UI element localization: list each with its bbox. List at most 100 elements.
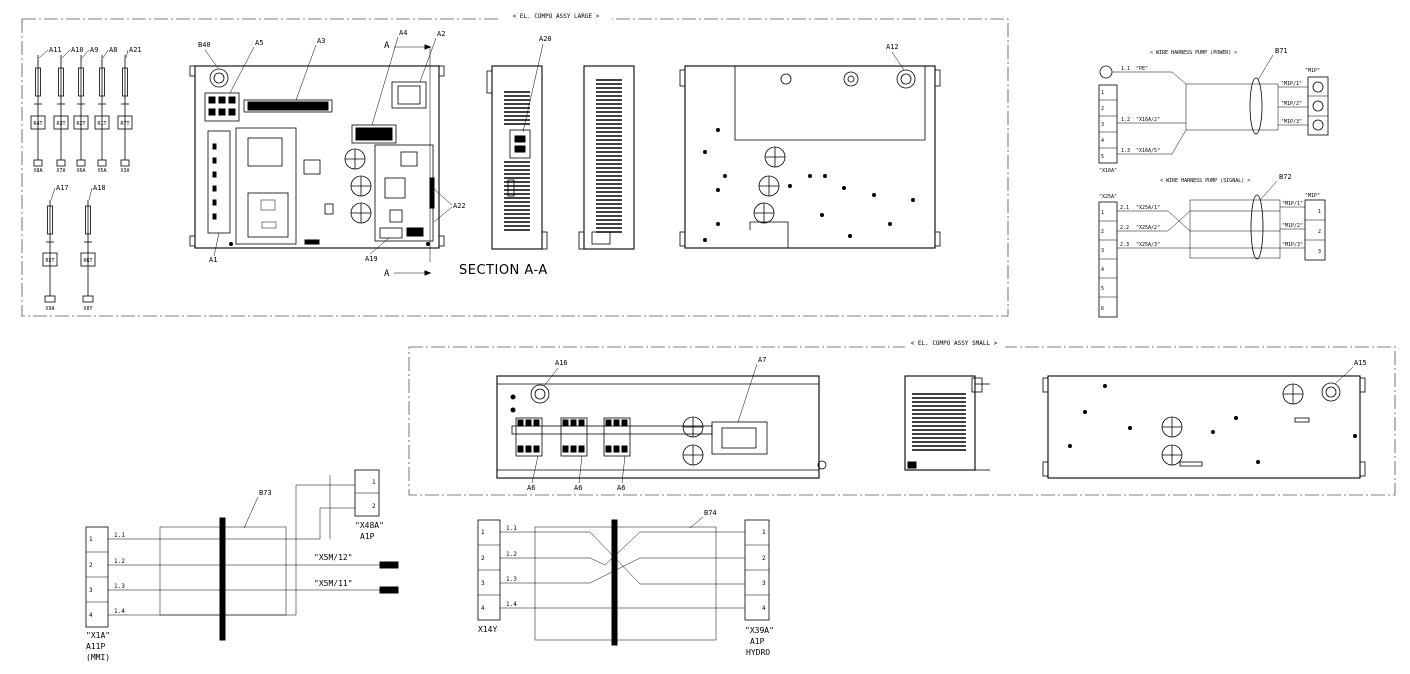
harness-power-pin: 4 — [1101, 138, 1104, 144]
callout-a16: A16 — [555, 359, 568, 367]
end-view — [578, 65, 635, 250]
harness-power-pin: 2 — [1101, 106, 1104, 112]
harness-b74-right-conn: A1P — [750, 637, 765, 646]
harness-b74-right-pin: 2 — [762, 555, 766, 562]
callout-a11: A11 — [49, 46, 62, 54]
harness-b74-id: B74 — [704, 509, 717, 517]
harness-signal-wire-num: 2.1 — [1120, 205, 1129, 211]
callout-a3: A3 — [317, 37, 325, 45]
harness-b73-right-pin: 2 — [372, 503, 376, 510]
sensor-r3t: R3T X7A — [53, 55, 69, 174]
callout-a4: A4 — [399, 29, 407, 37]
harness-signal-right-pin: 1 — [1318, 209, 1321, 215]
terminal-block-1 — [515, 417, 543, 457]
harness-b74-wire: 1.3 — [506, 576, 517, 583]
sensor-r4t: R4T X8A — [30, 55, 46, 174]
sensor-connector: X7A — [56, 168, 65, 174]
callout-a17: A17 — [56, 184, 69, 192]
callout-a19: A19 — [365, 255, 378, 263]
harness-b73-pin: 4 — [89, 612, 93, 619]
callout-a6: A6 — [574, 484, 582, 492]
small-assembly-frame: < EL. COMPO ASSY SMALL > — [408, 338, 1396, 496]
harness-power-wire-num: 1.2 — [1121, 117, 1130, 123]
callout-a21: A21 — [129, 46, 142, 54]
harness-power-wire-to: "M1P/2" — [1281, 101, 1302, 107]
harness-signal-right-pin: 2 — [1318, 229, 1321, 235]
harness-b74-pin: 3 — [481, 580, 485, 587]
harness-b73-terminal: "X5M/12" — [314, 553, 353, 562]
callout-b40: B40 — [198, 41, 211, 49]
harness-b73-wire: 1.3 — [114, 583, 125, 590]
harness-b73-left-conn: "X1A" — [86, 631, 110, 640]
harness-signal-pin: 5 — [1101, 286, 1104, 292]
sensor-r2t: R2T X6A — [73, 55, 89, 174]
harness-b74-pin: 1 — [481, 529, 485, 536]
sensor-connector: X5A — [97, 168, 106, 174]
small-assembly-title: < EL. COMPO ASSY SMALL > — [911, 340, 998, 347]
sensor-r6t: R6T X8Y — [80, 200, 96, 312]
harness-b73-terminal: "X5M/11" — [314, 579, 353, 588]
harness-power-left-conn: "X16A" — [1099, 168, 1117, 174]
sensor-group-bottom: R5T X9A R6T X8Y A17 A18 — [42, 184, 106, 312]
sensor-label: R6T — [83, 258, 92, 264]
harness-signal-wire-num: 2.3 — [1120, 242, 1129, 248]
harness-b73-pin: 1 — [89, 536, 93, 543]
sensor-label: R3T — [56, 121, 65, 127]
harness-power-pin: 3 — [1101, 122, 1104, 128]
harness-b74-right-conn: "X39A" — [745, 626, 774, 635]
sensor-label: R2T — [76, 121, 85, 127]
harness-b74-right-pin: 4 — [762, 605, 766, 612]
harness-b73-right-conn: A1P — [360, 532, 375, 541]
sensor-label: R7T — [120, 121, 129, 127]
harness-signal-wire-to: "M1P/2" — [1282, 223, 1303, 229]
harness-power-pin: 5 — [1101, 154, 1104, 160]
harness-signal-pin: 3 — [1101, 248, 1104, 254]
harness-b74-pin: 4 — [481, 605, 485, 612]
harness-signal-wire-from: "X25A/2" — [1136, 225, 1160, 231]
harness-signal-pin: 2 — [1101, 229, 1104, 235]
harness-power-wire-from: "X16A/5" — [1136, 148, 1160, 154]
harness-b73-pin: 2 — [89, 562, 93, 569]
harness-b74-right-pin: 1 — [762, 529, 766, 536]
harness-signal-id: B72 — [1279, 173, 1292, 181]
harness-power-wire-from: "X16A/2" — [1136, 117, 1160, 123]
rear-panel-a12: A12 — [679, 43, 941, 249]
harness-b73-left-conn: A11P — [86, 642, 105, 651]
callout-a8: A8 — [109, 46, 117, 54]
harness-power-wire-from: "PE" — [1136, 66, 1148, 72]
large-assembly-frame: < EL. COMPO ASSY LARGE > — [21, 10, 1009, 317]
harness-b74-wire: 1.1 — [506, 525, 517, 532]
callout-a2: A2 — [437, 30, 445, 38]
harness-b73-left-conn: (MMI) — [86, 653, 110, 662]
callout-a10: A10 — [71, 46, 84, 54]
sensor-group-top: R4T X8A R3T X7A R2T X6A R1T — [30, 46, 142, 174]
harness-b73: B73 1 2 3 4 1.1 1.2 1.3 1.4 "X5M/12" "X5… — [85, 469, 399, 662]
callout-a18: A18 — [93, 184, 106, 192]
callout-a6: A6 — [527, 484, 535, 492]
harness-b74-wire: 1.4 — [506, 601, 517, 608]
harness-power-wire-num: 1.3 — [1121, 148, 1130, 154]
sensor-connector: X8A — [33, 168, 42, 174]
callout-a20: A20 — [539, 35, 552, 43]
harness-b74-wire: 1.2 — [506, 551, 517, 558]
harness-b74: B74 1 2 3 4 1.1 1.2 1.3 1.4 1 2 3 4 X14Y… — [477, 509, 774, 657]
harness-power: < WIRE HARNESS PUMP (POWER) > B71 1 2 3 … — [1098, 47, 1329, 174]
small-rear-panel: A15 — [1042, 359, 1367, 479]
harness-signal-pin: 4 — [1101, 267, 1104, 273]
terminal-block-3 — [603, 417, 631, 457]
harness-signal: < WIRE HARNESS PUMP (SIGNAL) > B72 "X25A… — [1098, 173, 1326, 318]
harness-signal-pin: 6 — [1101, 306, 1104, 312]
harness-signal-title: < WIRE HARNESS PUMP (SIGNAL) > — [1160, 178, 1250, 184]
harness-b73-pin: 3 — [89, 587, 93, 594]
sensor-connector: X9A — [45, 306, 54, 312]
sensor-connector: X8Y — [83, 306, 92, 312]
sensor-connector: X3A — [120, 168, 129, 174]
main-panel-front-view: A A B40 A5 A3 A4 A2 A1 A19 A22 — [189, 29, 466, 279]
callout-a9: A9 — [90, 46, 98, 54]
harness-power-title: < WIRE HARNESS PUMP (POWER) > — [1150, 50, 1237, 56]
harness-b73-wire: 1.4 — [114, 608, 125, 615]
sensor-label: R5T — [45, 258, 54, 264]
sensor-label: R4T — [33, 121, 42, 127]
callout-a7: A7 — [758, 356, 766, 364]
